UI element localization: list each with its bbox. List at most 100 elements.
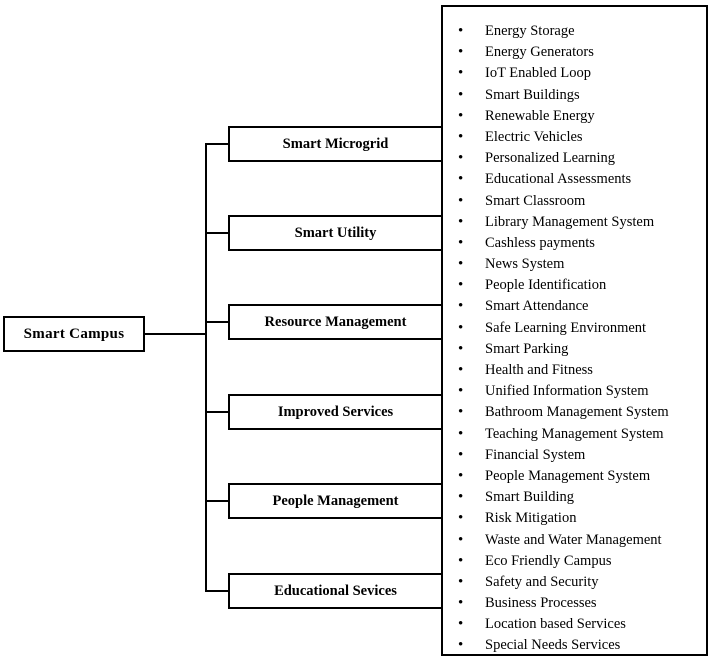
feature-list-item-label: Renewable Energy (485, 107, 595, 124)
branch-stub-4 (205, 411, 229, 413)
feature-list-item: •Risk Mitigation (443, 508, 706, 529)
feature-list-item: • Educational Assessments (443, 169, 706, 190)
feature-list-item-label: People Identification (485, 277, 607, 294)
feature-list-item: •Smart Parking (443, 339, 706, 360)
feature-list-item: • Unified Information System (443, 381, 706, 402)
branch-node-smart-utility[interactable]: Smart Utility (228, 215, 443, 251)
bullet-icon: • (458, 489, 464, 506)
branch-stub-5 (205, 500, 229, 502)
feature-list-item: • Smart Building (443, 487, 706, 508)
feature-list-item-label: Safety and Security (485, 573, 599, 590)
feature-list-item: • Waste and Water Management (443, 530, 706, 551)
feature-list-item: •Location based Services (443, 614, 706, 635)
feature-list-item: •Teaching Management System (443, 424, 706, 445)
trunk-vertical-line (205, 143, 207, 591)
feature-list-item: • Special Needs Services (443, 635, 706, 656)
feature-list-item-label: Energy Storage (485, 23, 575, 39)
root-node-smart-campus[interactable]: Smart Campus (3, 316, 145, 352)
bullet-icon: • (458, 446, 464, 463)
bullet-icon: • (458, 637, 464, 654)
bullet-icon: • (458, 234, 464, 251)
branch-stub-2 (205, 232, 229, 234)
bullet-icon: • (458, 531, 464, 548)
branch-node-improved-services[interactable]: Improved Services (228, 394, 443, 430)
feature-list-item: • Safe Learning Environment (443, 318, 706, 339)
bullet-icon: • (458, 298, 464, 315)
feature-list-item: • People Management System (443, 466, 706, 487)
bullet-icon: • (458, 213, 464, 230)
feature-list-item-label: Safe Learning Environment (485, 319, 647, 336)
bullet-icon: • (458, 383, 464, 400)
branch-node-resource-management[interactable]: Resource Management (228, 304, 443, 340)
feature-list-item-label: Bathroom Management System (485, 404, 669, 421)
feature-list-item-label: Electric Vehicles (485, 128, 583, 145)
bullet-icon: • (458, 277, 464, 294)
branch-node-label: People Management (272, 492, 399, 509)
branch-node-label: Resource Management (264, 313, 407, 330)
bullet-icon: • (458, 86, 464, 103)
feature-list-item: •Library Management System (443, 212, 706, 233)
bullet-icon: • (458, 171, 464, 188)
feature-list-item: • People Identification (443, 275, 706, 296)
feature-list-item-label: Cashless payments (485, 234, 595, 251)
bullet-icon: • (458, 319, 464, 336)
feature-list-item-label: Smart Building (485, 489, 575, 506)
features-list: • Energy Storage •Energy Generators•IoT En… (443, 7, 706, 657)
feature-list-item-label: Special Needs Services (485, 637, 621, 654)
feature-list-item: •Smart Buildings (443, 85, 706, 106)
bullet-icon: • (458, 150, 464, 167)
branch-node-label: Improved Services (277, 403, 394, 420)
branch-stub-3 (205, 321, 229, 323)
feature-list-item-label: Location based Services (485, 616, 626, 633)
feature-list-item: • Financial System (443, 445, 706, 466)
bullet-icon: • (458, 23, 464, 39)
feature-list-item-label: Unified Information System (485, 383, 649, 400)
feature-list-item: •Eco Friendly Campus (443, 551, 706, 572)
bullet-icon: • (458, 107, 464, 124)
bullet-icon: • (458, 467, 464, 484)
feature-list-item-label: Smart Attendance (485, 298, 589, 315)
bullet-icon: • (458, 362, 464, 378)
feature-list-item: •IoT Enabled Loop (443, 63, 706, 84)
feature-list-item: •Smart Classroom (443, 191, 706, 212)
feature-list-item: • News System (443, 254, 706, 275)
bullet-icon: • (458, 128, 464, 145)
feature-list-item-label: Teaching Management System (485, 425, 664, 442)
feature-list-item-label: Educational Assessments (485, 171, 632, 188)
feature-list-item: •Business Processes (443, 593, 706, 614)
features-panel: • Energy Storage •Energy Generators•IoT En… (441, 5, 708, 656)
feature-list-item: • Bathroom Management System (443, 402, 706, 423)
feature-list-item-label: Business Processes (485, 595, 597, 612)
branch-node-smart-microgrid[interactable]: Smart Microgrid (228, 126, 443, 162)
feature-list-item: • Cashless payments (443, 233, 706, 254)
feature-list-item: • Personalized Learning (443, 148, 706, 169)
feature-list-item-label: People Management System (485, 467, 651, 484)
feature-list-item: • Smart Attendance (443, 296, 706, 317)
feature-list-item-label: Personalized Learning (485, 150, 616, 167)
feature-list-item: • Health and Fitness (443, 360, 706, 381)
feature-list-item-label: Risk Mitigation (485, 510, 577, 527)
feature-list-item-label: News System (485, 256, 565, 273)
feature-list-item-label: Health and Fitness (485, 362, 593, 378)
bullet-icon: • (458, 44, 464, 61)
bullet-icon: • (458, 404, 464, 421)
branch-node-educational-services[interactable]: Educational Sevices (228, 573, 443, 609)
feature-list-item-label: Waste and Water Management (485, 531, 662, 548)
root-node-label: Smart Campus (23, 325, 125, 342)
feature-list-item: • Renewable Energy (443, 106, 706, 127)
branch-stub-6 (205, 590, 229, 592)
bullet-icon: • (458, 552, 464, 569)
bullet-icon: • (458, 340, 464, 357)
root-connector-line (145, 333, 207, 335)
branch-node-people-management[interactable]: People Management (228, 483, 443, 519)
branch-node-label: Educational Sevices (274, 582, 397, 599)
branch-node-label: Smart Microgrid (282, 135, 389, 152)
feature-list-item-label: Smart Classroom (485, 192, 586, 209)
feature-list-item: • Electric Vehicles (443, 127, 706, 148)
branch-stub-1 (205, 143, 229, 145)
bullet-icon: • (458, 65, 464, 82)
feature-list-item: •Energy Generators (443, 42, 706, 63)
bullet-icon: • (458, 256, 464, 273)
feature-list-item-label: Financial System (485, 446, 586, 463)
